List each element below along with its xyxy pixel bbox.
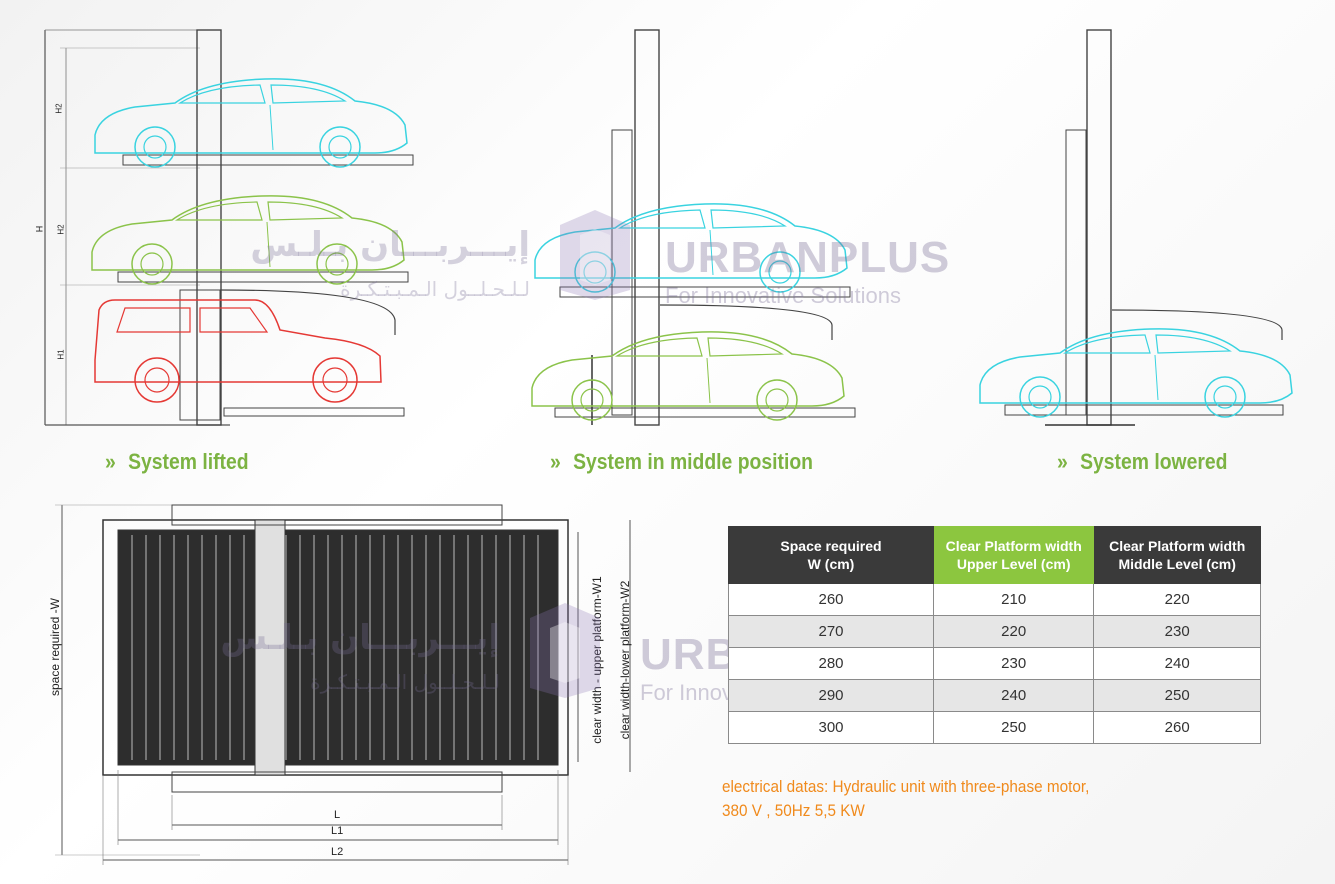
- dim-label-h1: H1: [56, 349, 66, 360]
- caption-system-lowered: » System lowered: [1057, 449, 1228, 475]
- header-line: W (cm): [807, 556, 855, 572]
- dim-label-clear-width-upper: clear width - upper platform-W1: [590, 576, 604, 744]
- caption-text: System lifted: [128, 449, 249, 474]
- table-cell: 240: [933, 679, 1095, 712]
- header-space-required: Space required W (cm): [727, 526, 935, 584]
- table-cell: 290: [727, 679, 935, 712]
- table-cell: 250: [933, 711, 1095, 744]
- plan-view-drawing: [55, 504, 631, 865]
- table-cell: 220: [933, 615, 1095, 648]
- table-row: 290 240 250: [727, 679, 1261, 712]
- dim-label-l1: L1: [331, 825, 344, 837]
- header-line: Middle Level (cm): [1118, 556, 1236, 572]
- header-line: Clear Platform width: [945, 538, 1082, 554]
- header-middle-level: Clear Platform width Middle Level (cm): [1093, 526, 1261, 584]
- dim-label-clear-width-lower: clear width-lower platform-W2: [618, 580, 632, 740]
- table-cell: 260: [727, 583, 935, 616]
- table-cell: 260: [1093, 711, 1261, 744]
- table-cell: 230: [933, 647, 1095, 680]
- header-line: Clear Platform width: [1109, 538, 1246, 554]
- electrical-line-1: electrical datas: Hydraulic unit with th…: [722, 777, 1090, 796]
- dim-label-h2-middle: H2: [56, 224, 66, 235]
- header-upper-level: Clear Platform width Upper Level (cm): [933, 526, 1095, 584]
- table-cell: 250: [1093, 679, 1261, 712]
- table-row: 300 250 260: [727, 711, 1261, 744]
- table-row: 260 210 220: [727, 583, 1261, 616]
- caption-text: System lowered: [1080, 449, 1228, 474]
- caption-text: System in middle position: [573, 449, 813, 474]
- table-row: 280 230 240: [727, 647, 1261, 680]
- table-cell: 230: [1093, 615, 1261, 648]
- header-line: Upper Level (cm): [956, 556, 1071, 572]
- chevron-icon: »: [1057, 449, 1068, 474]
- dim-label-space-required: space required -W: [48, 597, 62, 697]
- platform-slats: [131, 535, 539, 760]
- electrical-data: electrical datas: Hydraulic unit with th…: [722, 775, 1089, 823]
- drawing-system-middle: [531, 29, 856, 426]
- caption-system-middle: » System in middle position: [550, 449, 813, 475]
- dim-label-h2-upper: H2: [54, 103, 64, 114]
- table-cell: 270: [727, 615, 935, 648]
- table-cell: 300: [727, 711, 935, 744]
- drawing-system-lifted: [44, 29, 414, 426]
- dim-label-l: L: [334, 809, 341, 821]
- table-row: 270 220 230: [727, 615, 1261, 648]
- dim-label-l2: L2: [331, 846, 344, 858]
- drawing-system-lowered: [979, 29, 1293, 426]
- table-header-row: Space required W (cm) Clear Platform wid…: [727, 526, 1261, 584]
- header-line: Space required: [780, 538, 882, 554]
- dim-label-h: H: [34, 225, 45, 233]
- electrical-line-2: 380 V , 50Hz 5,5 KW: [722, 801, 865, 820]
- table-cell: 240: [1093, 647, 1261, 680]
- table-cell: 220: [1093, 583, 1261, 616]
- chevron-icon: »: [550, 449, 561, 474]
- table-cell: 210: [933, 583, 1095, 616]
- table-cell: 280: [727, 647, 935, 680]
- caption-system-lifted: » System lifted: [105, 449, 249, 475]
- chevron-icon: »: [105, 449, 116, 474]
- specification-table: Space required W (cm) Clear Platform wid…: [727, 526, 1261, 744]
